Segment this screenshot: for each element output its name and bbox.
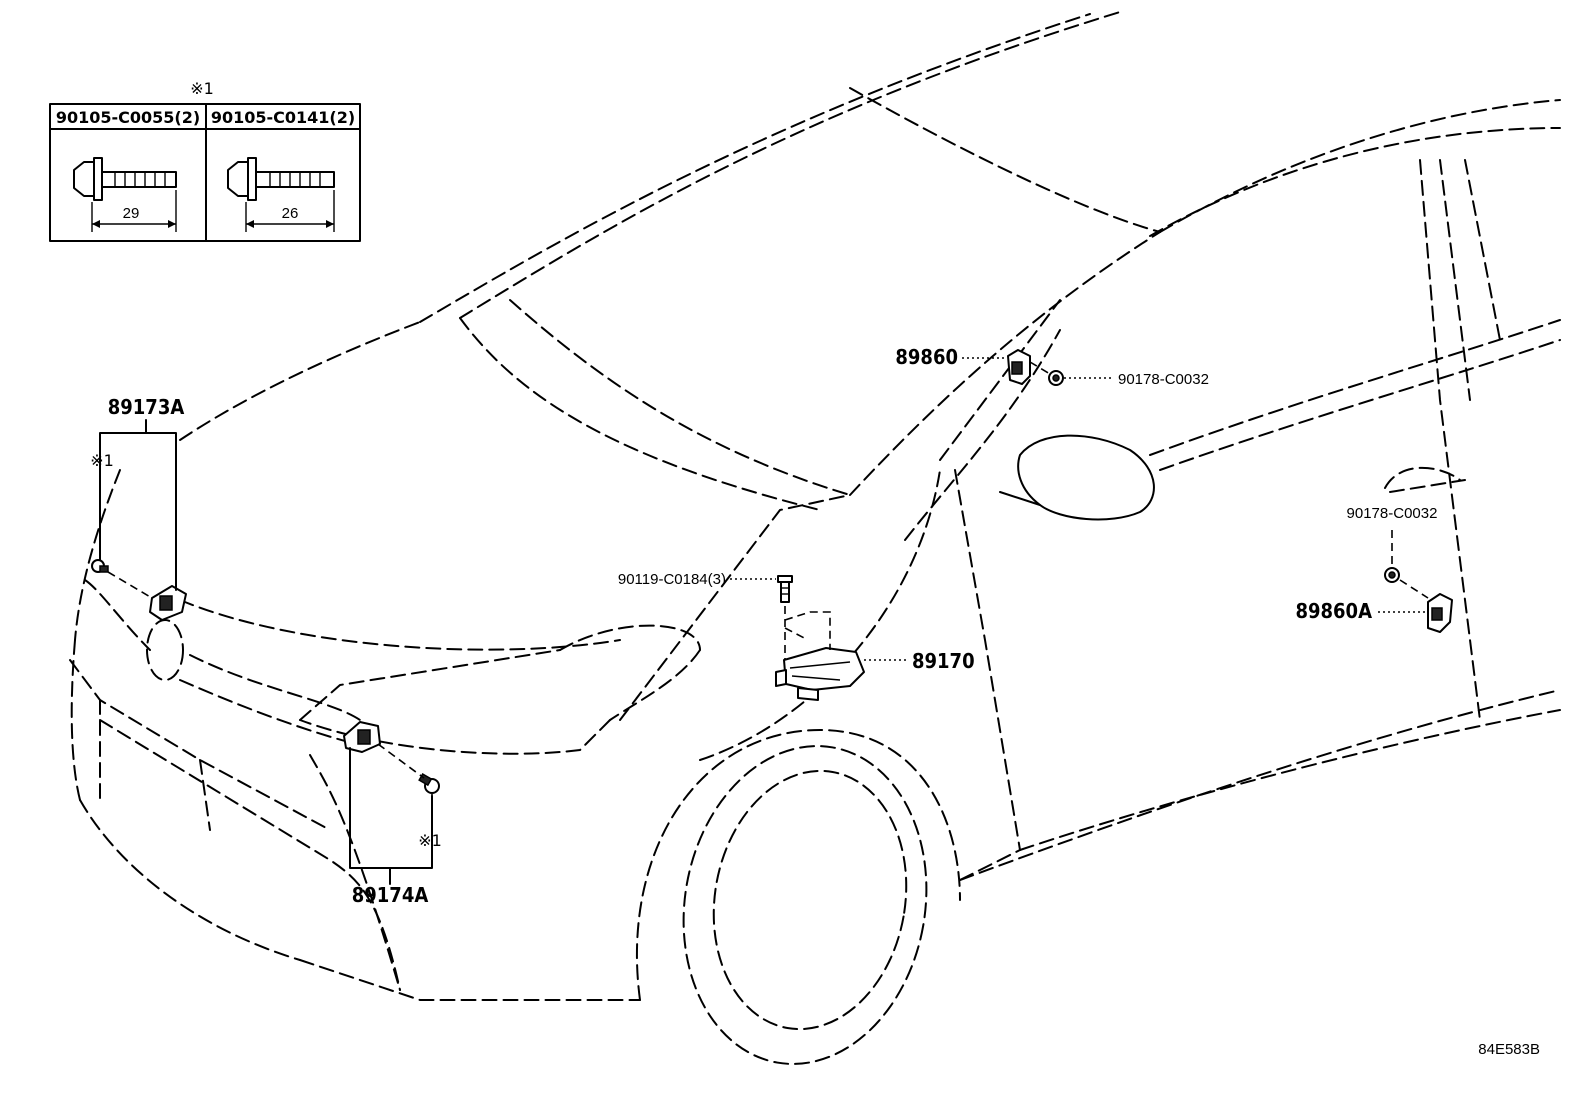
rear-side-airbag-sensor-icon xyxy=(1427,593,1453,633)
table-note-mark: ※1 xyxy=(190,79,214,98)
dimension-line-1 xyxy=(91,190,177,232)
front-airbag-sensor-right-icon xyxy=(343,721,381,753)
install-direction-line xyxy=(784,611,831,650)
note-mark-89174A: ※1 xyxy=(418,831,442,850)
bolt-length-2: 26 xyxy=(282,205,299,222)
callout-89174A: 89174A xyxy=(352,883,429,907)
front-tire xyxy=(682,745,928,1065)
bolt-icon xyxy=(73,157,177,201)
callout-89860A: 89860A xyxy=(1295,599,1372,623)
vehicle-outline xyxy=(69,11,1561,1065)
callout-89170: 89170 xyxy=(912,649,975,673)
bolt-90119-icon xyxy=(777,575,793,603)
bolt-part-number-1: 90105-C0055(2) xyxy=(56,108,200,127)
bolt-part-number-2: 90105-C0141(2) xyxy=(211,108,355,127)
install-direction-line xyxy=(107,571,153,599)
install-direction-line xyxy=(377,743,425,779)
nut-90178-upper-icon xyxy=(1048,370,1064,386)
emblem-icon xyxy=(146,619,184,681)
callout-89860: 89860 xyxy=(895,345,958,369)
front-wheel xyxy=(712,769,908,1031)
bolt-table: ※1 90105-C0055(2) 90105-C0141(2) 29 xyxy=(49,79,361,242)
nut-90178-lower-icon xyxy=(1384,567,1400,583)
install-direction-line xyxy=(1399,579,1429,599)
bolt-89173A-icon xyxy=(91,559,109,573)
note-mark-89173A: ※1 xyxy=(90,451,114,470)
bolt-icon xyxy=(227,157,335,201)
callout-89173A: 89173A xyxy=(108,395,185,419)
leader-line-89173A xyxy=(99,419,177,591)
airbag-sensor-assembly-icon xyxy=(775,647,865,701)
install-direction-line xyxy=(784,627,809,641)
side-airbag-sensor-icon xyxy=(1007,349,1031,385)
illustration-code: 84E583B xyxy=(1478,1041,1540,1058)
dimension-line-2 xyxy=(245,190,335,232)
leader-line-89174A xyxy=(349,747,433,885)
callout-90178-lower: 90178-C0032 xyxy=(1347,505,1438,522)
callout-90119: 90119-C0184(3) xyxy=(618,571,726,588)
bolt-length-1: 29 xyxy=(123,205,140,222)
install-direction-line xyxy=(1029,361,1051,375)
callout-90178-upper: 90178-C0032 xyxy=(1118,371,1209,388)
front-airbag-sensor-left-icon xyxy=(149,585,187,621)
